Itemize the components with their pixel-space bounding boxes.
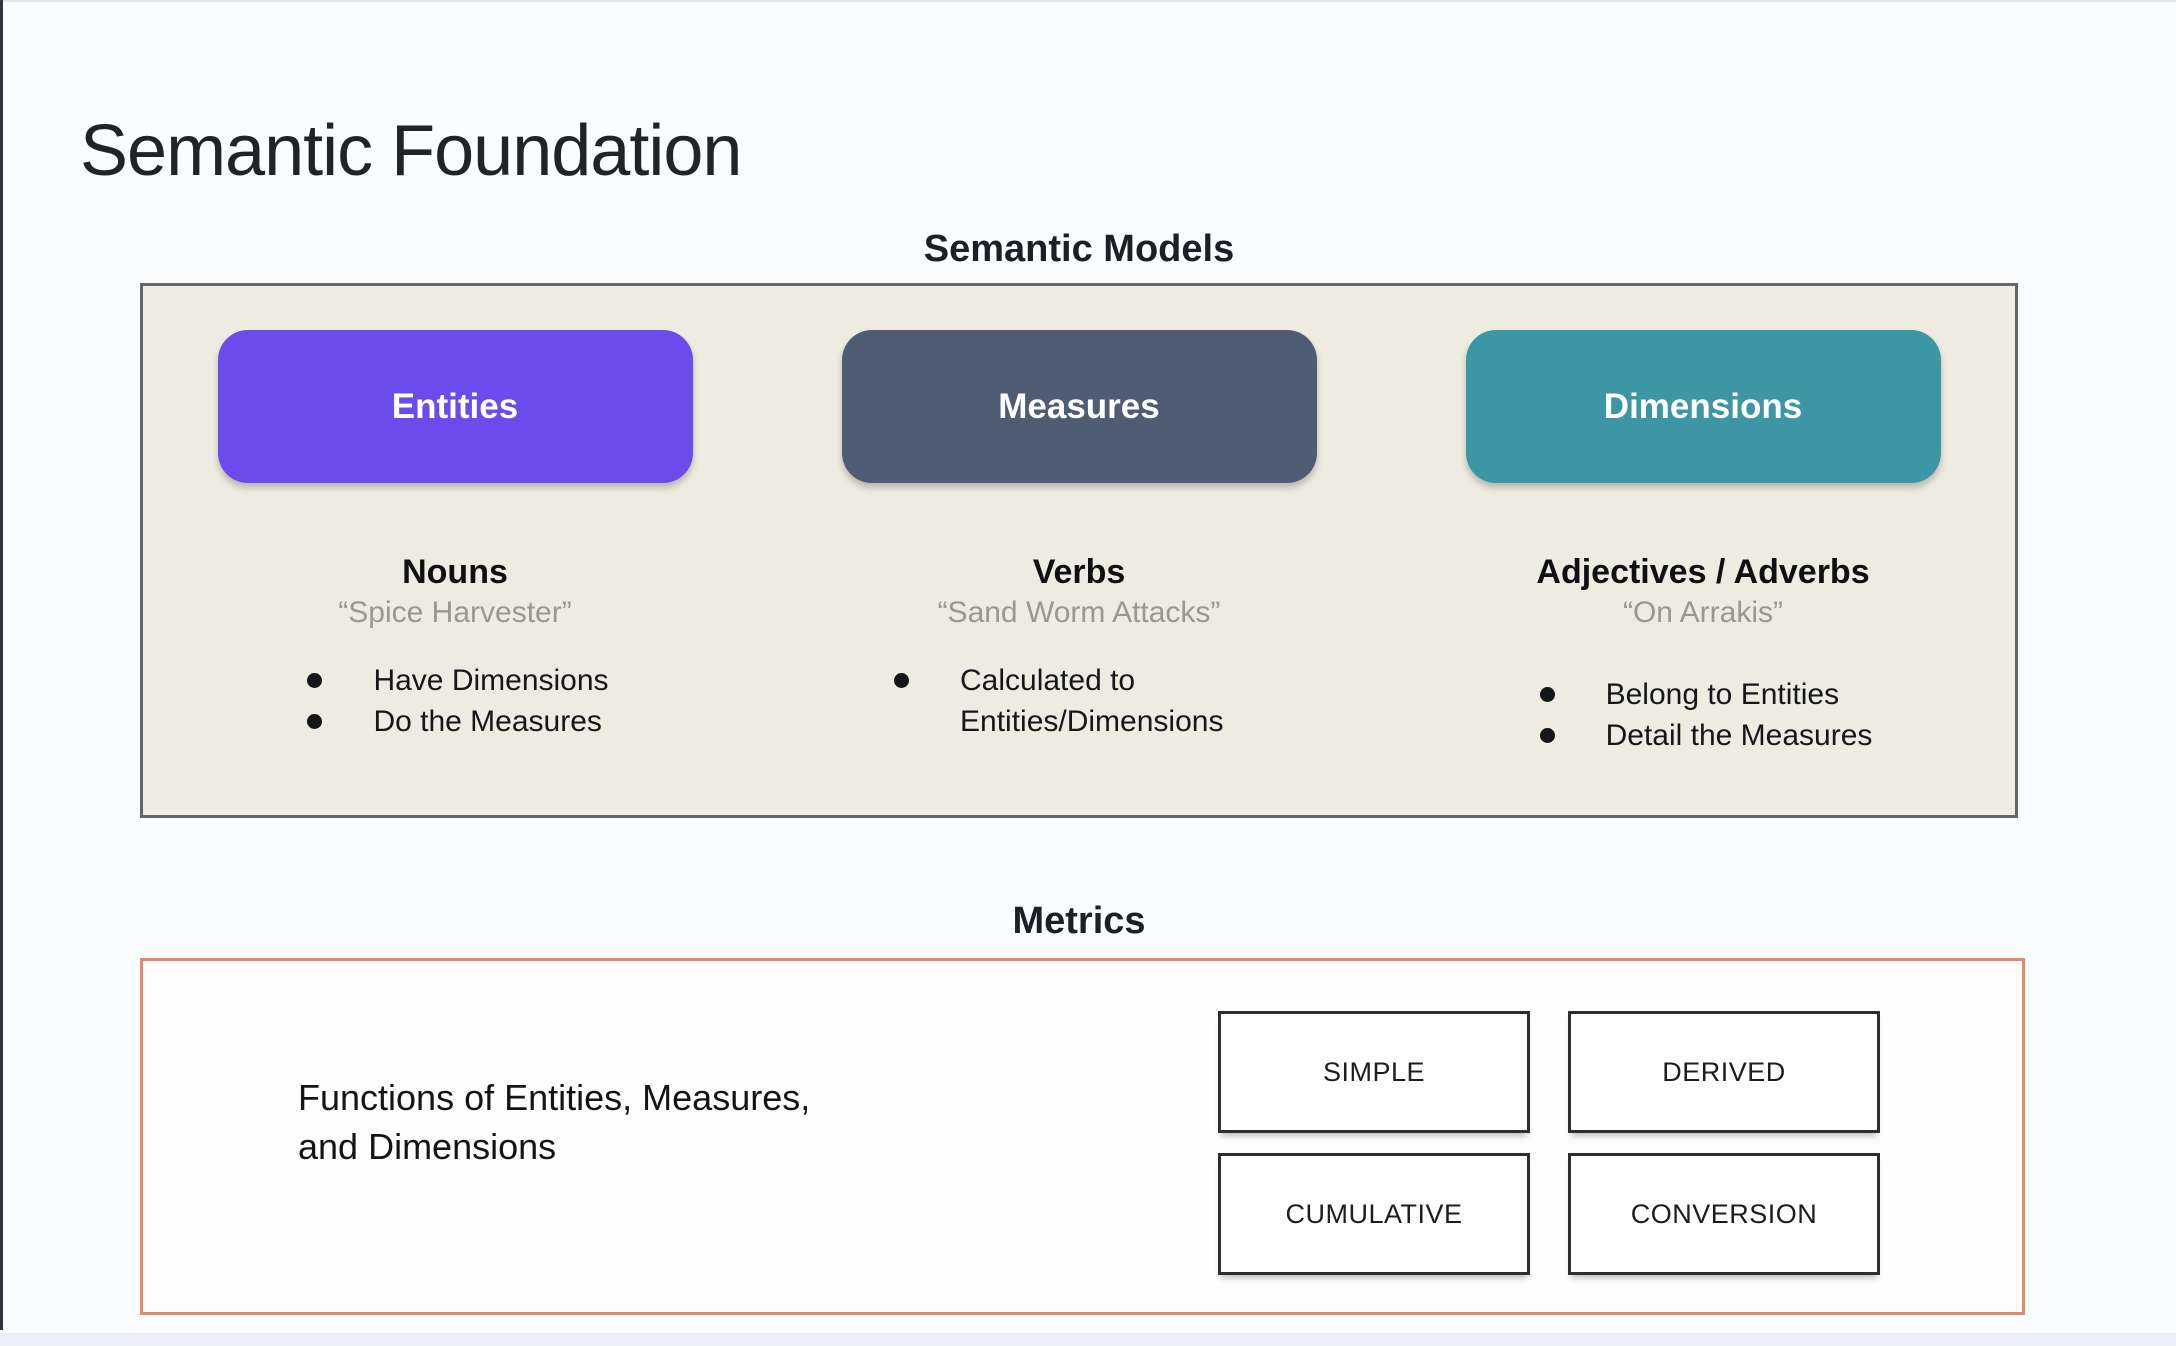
page-title: Semantic Foundation	[80, 111, 742, 192]
bullet-item: Belong to Entities	[1534, 674, 1873, 715]
metric-types-grid: SIMPLE DERIVED CUMULATIVE CONVERSION	[1218, 1011, 1880, 1275]
metric-type-conversion: CONVERSION	[1568, 1153, 1880, 1275]
metrics-description: Functions of Entities, Measures, and Dim…	[298, 1073, 810, 1171]
dimensions-role-heading: Adjectives / Adverbs	[1536, 553, 1870, 591]
measures-pill: Measures	[841, 330, 1317, 483]
dimensions-example-quote: “On Arrakis”	[1622, 596, 1784, 629]
metrics-description-line: Functions of Entities, Measures,	[298, 1077, 811, 1118]
semantic-models-heading: Semantic Models	[923, 228, 1235, 270]
bullet-item: Have Dimensions	[301, 660, 609, 701]
bullet-item: Do the Measures	[301, 701, 608, 742]
metrics-heading: Metrics	[1012, 900, 1146, 942]
metric-type-derived: DERIVED	[1568, 1011, 1880, 1133]
measures-example-quote: “Sand Worm Attacks”	[937, 596, 1221, 629]
measures-bullet-list: Calculated to Entities/Dimensions	[888, 660, 1270, 742]
entities-bullet-list: Have Dimensions Do the Measures	[301, 660, 609, 742]
entities-role-heading: Nouns	[402, 553, 508, 591]
dimensions-column: Dimensions Adjectives / Adverbs “On Arra…	[1391, 286, 2015, 815]
entities-column: Entities Nouns “Spice Harvester” Have Di…	[143, 286, 767, 815]
bullet-item: Detail the Measures	[1534, 715, 1872, 756]
dimensions-pill: Dimensions	[1465, 330, 1941, 483]
metric-type-simple: SIMPLE	[1218, 1011, 1530, 1133]
window-top-edge	[0, 0, 2176, 2]
metrics-panel: Functions of Entities, Measures, and Dim…	[140, 958, 2025, 1315]
metrics-description-line: and Dimensions	[298, 1126, 557, 1167]
metric-type-cumulative: CUMULATIVE	[1218, 1153, 1530, 1275]
entities-example-quote: “Spice Harvester”	[338, 596, 572, 629]
window-left-edge	[0, 0, 3, 1330]
window-bottom-edge	[0, 1333, 2176, 1346]
dimensions-bullet-list: Belong to Entities Detail the Measures	[1534, 674, 1873, 756]
measures-role-heading: Verbs	[1032, 553, 1126, 591]
measures-column: Measures Verbs “Sand Worm Attacks” Calcu…	[767, 286, 1391, 815]
semantic-models-panel: Entities Nouns “Spice Harvester” Have Di…	[140, 283, 2018, 818]
bullet-item: Calculated to Entities/Dimensions	[888, 660, 1270, 742]
entities-pill: Entities	[217, 330, 693, 483]
